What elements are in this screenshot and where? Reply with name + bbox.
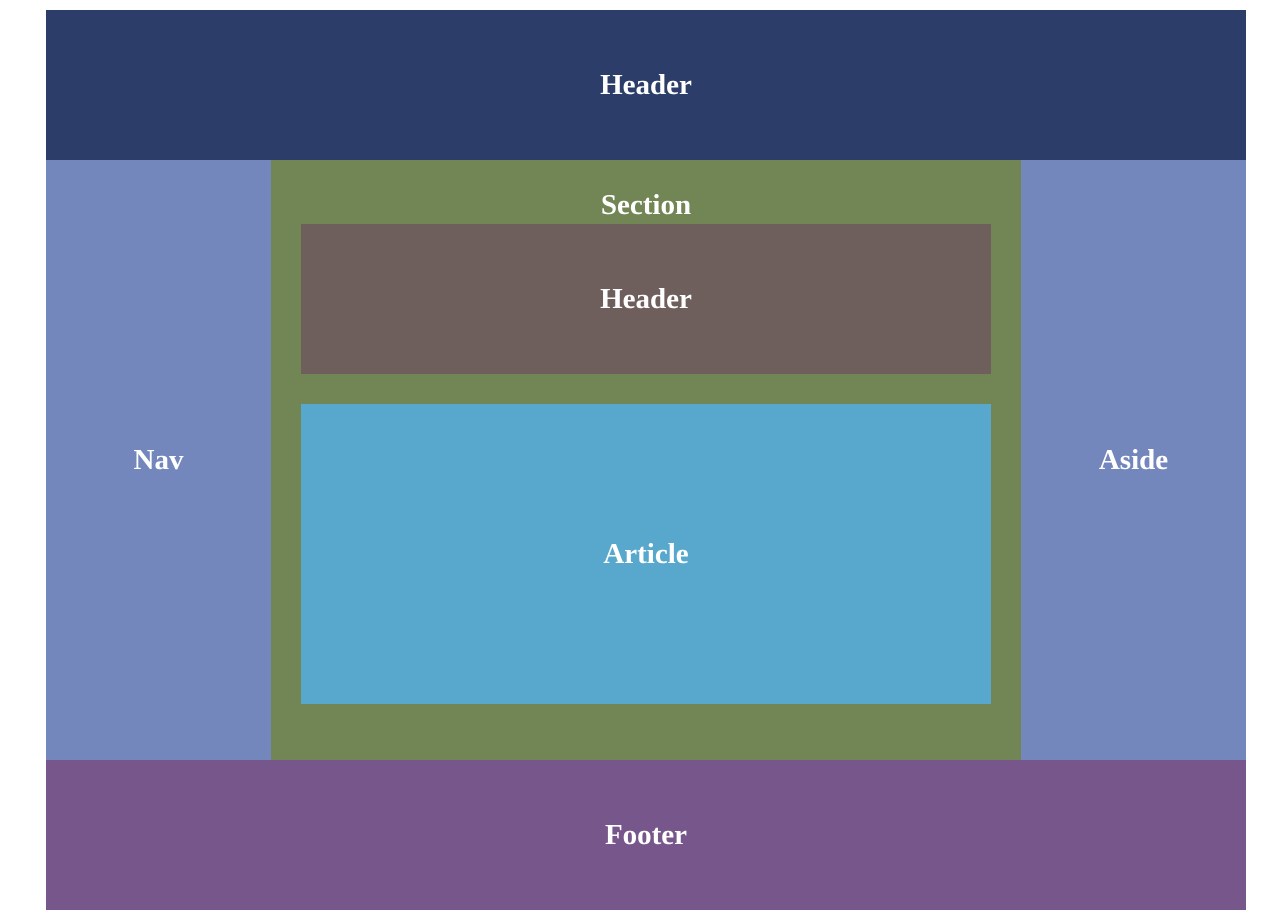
section-header-label: Header xyxy=(600,282,692,315)
page-layout-diagram: Header Nav Section Header Article Aside … xyxy=(46,10,1246,910)
section-header-block: Header xyxy=(301,224,991,374)
footer-label: Footer xyxy=(604,818,688,851)
article-label: Article xyxy=(603,537,689,570)
aside-block: Aside xyxy=(1021,160,1246,760)
nav-block: Nav xyxy=(46,160,271,760)
section-label: Section xyxy=(600,189,692,221)
article-block: Article xyxy=(301,404,991,704)
aside-label: Aside xyxy=(1098,443,1169,476)
nav-label: Nav xyxy=(133,443,184,476)
footer-block: Footer xyxy=(46,760,1246,910)
page-header-label: Header xyxy=(600,68,692,101)
page-header-block: Header xyxy=(46,10,1246,160)
